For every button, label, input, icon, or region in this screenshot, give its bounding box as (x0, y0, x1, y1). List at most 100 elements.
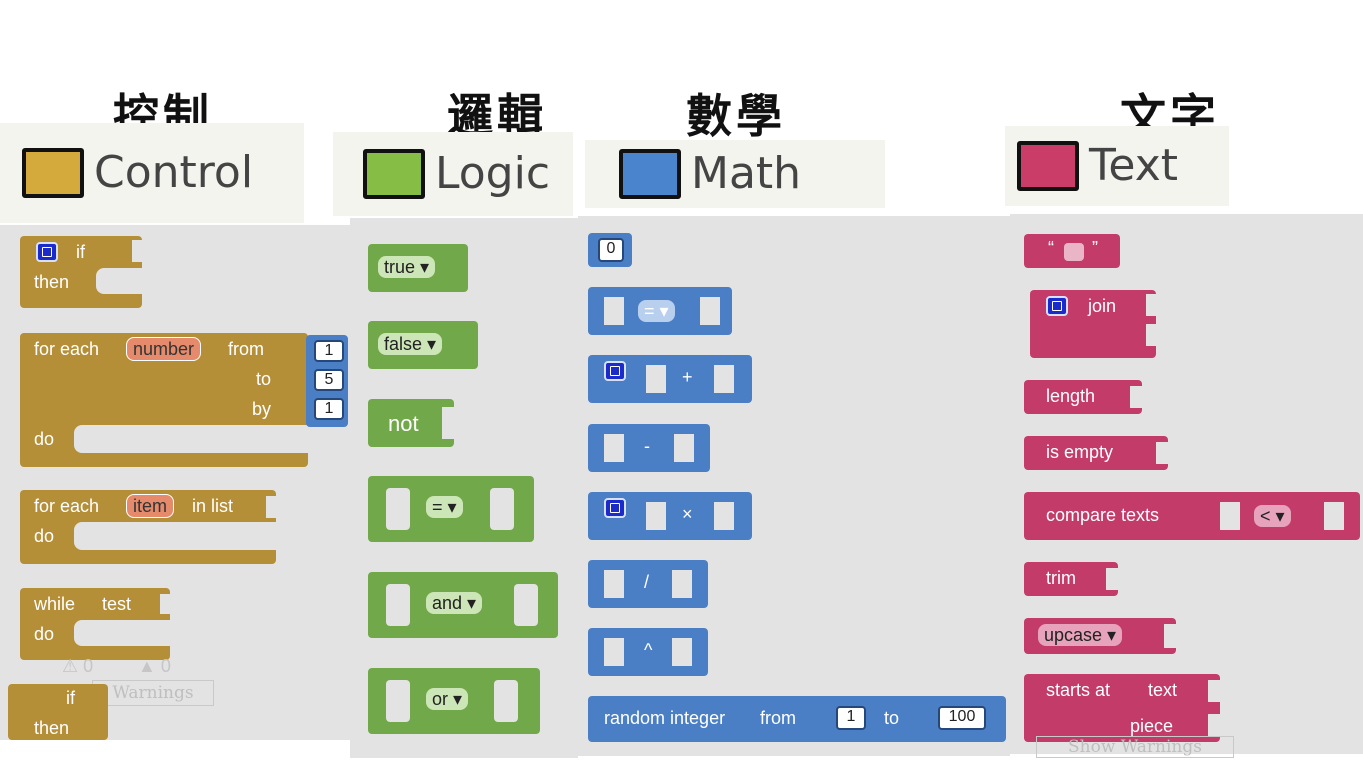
join-block[interactable]: join (1030, 290, 1156, 358)
left-input-socket (604, 297, 624, 325)
compare-texts-op: < (1260, 506, 1271, 526)
random-to-value[interactable]: 100 (938, 706, 986, 730)
or-dropdown[interactable]: or ▾ (426, 688, 469, 710)
and-dropdown[interactable]: and ▾ (426, 592, 483, 614)
starts-at-piece-label: piece (1130, 716, 1174, 736)
if-then-block-2[interactable]: if then (8, 684, 108, 740)
loop-variable-field[interactable]: number (126, 337, 202, 361)
category-math[interactable]: Math (585, 140, 885, 208)
or-block[interactable]: or ▾ (368, 668, 540, 734)
right-input-socket (672, 570, 692, 598)
math-compare-op: = (644, 301, 655, 321)
by-label: by (252, 399, 272, 419)
category-text[interactable]: Text (1005, 126, 1229, 206)
if-then-block[interactable]: if then (20, 236, 142, 308)
divide-block[interactable]: / (588, 560, 708, 608)
false-label: false (384, 334, 423, 354)
mutator-icon[interactable] (604, 361, 626, 381)
join-input-socket-1 (1146, 294, 1156, 316)
upcase-dropdown[interactable]: upcase ▾ (1038, 624, 1123, 646)
while-block[interactable]: while test do (20, 588, 170, 660)
compare-texts-label: compare texts (1046, 505, 1160, 525)
category-logic[interactable]: Logic (333, 132, 573, 216)
error-count-value: 0 (160, 656, 171, 676)
error-count: ▲ 0 (138, 656, 171, 676)
list-variable-field[interactable]: item (126, 494, 175, 518)
is-empty-block[interactable]: is empty (1024, 436, 1168, 470)
and-block[interactable]: and ▾ (368, 572, 558, 638)
right-input-socket (700, 297, 720, 325)
compare-texts-block[interactable]: compare texts < ▾ (1024, 492, 1360, 540)
is-empty-input-socket (1156, 442, 1168, 464)
if-label: if (76, 242, 85, 262)
left-input-socket (604, 434, 624, 462)
if-input-socket (132, 240, 142, 262)
true-dropdown[interactable]: true ▾ (378, 256, 436, 278)
subtract-block[interactable]: - (588, 424, 710, 472)
do-label: do (34, 429, 55, 449)
control-swatch-icon (22, 148, 84, 198)
not-block[interactable]: not (368, 399, 454, 447)
starts-at-block[interactable]: starts at text piece (1024, 674, 1220, 742)
do-label: do (34, 526, 55, 546)
if-label: if (66, 688, 75, 708)
multiply-op: × (682, 504, 693, 524)
add-op: + (682, 367, 693, 387)
text-input-socket (1208, 680, 1220, 702)
left-input-socket (386, 680, 410, 722)
category-math-label: Math (691, 148, 802, 199)
length-block[interactable]: length (1024, 380, 1142, 414)
add-block[interactable]: + (588, 355, 752, 403)
mutator-icon[interactable] (1046, 296, 1068, 316)
random-integer-block[interactable]: random integer from 1 to 100 (588, 696, 1006, 742)
trim-block[interactable]: trim (1024, 562, 1118, 596)
then-label: then (34, 272, 70, 292)
show-warnings-button[interactable]: Show Warnings (1036, 736, 1234, 758)
for-list-block[interactable]: for each item in list do (20, 490, 276, 564)
right-input-socket (514, 584, 538, 626)
number-block[interactable]: 0 (588, 233, 632, 267)
to-value[interactable]: 5 (314, 369, 344, 391)
compare-texts-dropdown[interactable]: < ▾ (1254, 505, 1291, 527)
logic-compare-block[interactable]: = ▾ (368, 476, 534, 542)
category-logic-label: Logic (435, 148, 551, 199)
do-statement-socket (74, 620, 170, 646)
and-label: and (432, 593, 463, 613)
not-input-socket (442, 407, 454, 439)
upcase-block[interactable]: upcase ▾ (1024, 618, 1176, 654)
false-dropdown[interactable]: false ▾ (378, 333, 443, 355)
upcase-input-socket (1164, 624, 1176, 648)
math-compare-dropdown[interactable]: = ▾ (638, 300, 675, 322)
multiply-block[interactable]: × (588, 492, 752, 540)
by-value[interactable]: 1 (314, 398, 344, 420)
warnings-button[interactable]: Warnings (92, 680, 214, 706)
heading-math: 數學 (686, 89, 786, 143)
mutator-icon[interactable] (36, 242, 58, 262)
compare-dropdown[interactable]: = ▾ (426, 496, 463, 518)
then-label: then (34, 718, 70, 738)
left-input-socket (646, 502, 666, 530)
category-control[interactable]: Control (0, 123, 304, 223)
piece-input-socket (1208, 714, 1220, 736)
random-from-value[interactable]: 1 (836, 706, 866, 730)
starts-at-label: starts at (1046, 680, 1111, 700)
math-swatch-icon (619, 149, 681, 199)
from-value[interactable]: 1 (314, 340, 344, 362)
for-range-block[interactable]: for each number from to by do (20, 333, 308, 467)
math-compare-block[interactable]: = ▾ (588, 287, 732, 335)
left-input-socket (1220, 502, 1240, 530)
then-statement-socket (96, 268, 142, 294)
right-input-socket (490, 488, 514, 530)
do-label: do (34, 624, 55, 644)
mutator-icon[interactable] (604, 498, 626, 518)
string-value-field[interactable] (1064, 243, 1084, 261)
left-input-socket (604, 638, 624, 666)
false-block[interactable]: false ▾ (368, 321, 478, 369)
right-input-socket (714, 365, 734, 393)
warning-count: ⚠ 0 (62, 656, 94, 676)
string-block[interactable]: “ ” (1024, 234, 1120, 268)
true-block[interactable]: true ▾ (368, 244, 468, 292)
number-value[interactable]: 0 (598, 238, 624, 262)
power-block[interactable]: ^ (588, 628, 708, 676)
subtract-op: - (644, 436, 650, 456)
